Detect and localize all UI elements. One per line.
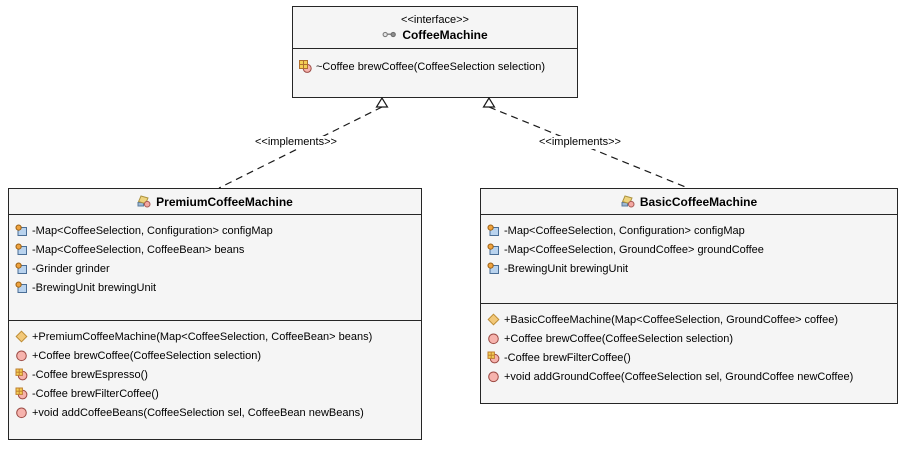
attributes-compartment: -Map<CoffeeSelection, Configuration> con… — [481, 215, 897, 304]
member-text: -BrewingUnit brewingUnit — [32, 281, 157, 294]
field-icon — [487, 243, 500, 256]
member-row: -Map<CoffeeSelection, Configuration> con… — [481, 221, 897, 240]
member-text: +void addGroundCoffee(CoffeeSelection se… — [504, 370, 854, 383]
constructor-icon — [487, 313, 500, 326]
member-row: ~Coffee brewCoffee(CoffeeSelection selec… — [293, 57, 577, 76]
member-text: -Map<CoffeeSelection, Configuration> con… — [504, 224, 745, 237]
class-header: BasicCoffeeMachine — [481, 189, 897, 215]
implements-label: <<implements>> — [537, 136, 623, 149]
class-name: PremiumCoffeeMachine — [156, 194, 293, 209]
field-icon — [15, 281, 28, 294]
methods-compartment: +PremiumCoffeeMachine(Map<CoffeeSelectio… — [9, 321, 421, 439]
public-method-icon — [15, 349, 28, 362]
interface-glasses-icon — [382, 30, 397, 39]
interface-node-coffeemachine[interactable]: <<interface>> CoffeeMachine — [292, 6, 578, 98]
member-row: +Coffee brewCoffee(CoffeeSelection selec… — [481, 329, 897, 348]
class-icon — [137, 195, 151, 208]
member-row: -Coffee brewFilterCoffee() — [9, 384, 421, 403]
member-text: +PremiumCoffeeMachine(Map<CoffeeSelectio… — [32, 330, 373, 343]
private-method-icon — [15, 387, 28, 400]
member-row: -Coffee brewEspresso() — [9, 365, 421, 384]
member-row: -Map<CoffeeSelection, GroundCoffee> grou… — [481, 240, 897, 259]
member-row: -BrewingUnit brewingUnit — [481, 259, 897, 278]
field-icon — [15, 243, 28, 256]
member-text: -Coffee brewEspresso() — [32, 368, 148, 381]
member-row: +PremiumCoffeeMachine(Map<CoffeeSelectio… — [9, 327, 421, 346]
public-method-icon — [15, 406, 28, 419]
private-method-icon — [15, 368, 28, 381]
member-row: +void addCoffeeBeans(CoffeeSelection sel… — [9, 403, 421, 422]
class-header: PremiumCoffeeMachine — [9, 189, 421, 215]
member-row: -BrewingUnit brewingUnit — [9, 278, 421, 297]
member-row: +Coffee brewCoffee(CoffeeSelection selec… — [9, 346, 421, 365]
hollow-triangle-arrowhead — [375, 96, 389, 108]
interface-method-icon — [299, 60, 312, 73]
methods-compartment: +BasicCoffeeMachine(Map<CoffeeSelection,… — [481, 304, 897, 403]
field-icon — [15, 262, 28, 275]
member-text: -Grinder grinder — [32, 262, 110, 275]
public-method-icon — [487, 370, 500, 383]
member-text: +Coffee brewCoffee(CoffeeSelection selec… — [32, 349, 262, 362]
member-text: ~Coffee brewCoffee(CoffeeSelection selec… — [316, 60, 546, 73]
member-text: -Map<CoffeeSelection, Configuration> con… — [32, 224, 273, 237]
member-text: +BasicCoffeeMachine(Map<CoffeeSelection,… — [504, 313, 838, 326]
implements-label: <<implements>> — [253, 136, 339, 149]
public-method-icon — [487, 332, 500, 345]
class-node-basiccoffeemachine[interactable]: BasicCoffeeMachine -Map<CoffeeSelection,… — [480, 188, 898, 404]
class-node-premiumcoffeemachine[interactable]: PremiumCoffeeMachine -Map<CoffeeSelectio… — [8, 188, 422, 440]
member-text: -Map<CoffeeSelection, CoffeeBean> beans — [32, 243, 245, 256]
member-text: -BrewingUnit brewingUnit — [504, 262, 629, 275]
member-text: +void addCoffeeBeans(CoffeeSelection sel… — [32, 406, 364, 419]
member-row: -Map<CoffeeSelection, CoffeeBean> beans — [9, 240, 421, 259]
member-text: -Coffee brewFilterCoffee() — [504, 351, 631, 364]
interface-methods-compartment: ~Coffee brewCoffee(CoffeeSelection selec… — [293, 49, 577, 97]
field-icon — [487, 224, 500, 237]
field-icon — [15, 224, 28, 237]
private-method-icon — [487, 351, 500, 364]
attributes-compartment: -Map<CoffeeSelection, Configuration> con… — [9, 215, 421, 321]
member-text: -Map<CoffeeSelection, GroundCoffee> grou… — [504, 243, 764, 256]
class-name: BasicCoffeeMachine — [639, 194, 758, 209]
interface-header: <<interface>> CoffeeMachine — [293, 7, 577, 49]
member-row: +BasicCoffeeMachine(Map<CoffeeSelection,… — [481, 310, 897, 329]
interface-stereotype: <<interface>> — [401, 13, 469, 26]
hollow-triangle-arrowhead — [482, 96, 496, 108]
interface-name: CoffeeMachine — [402, 27, 488, 42]
member-text: +Coffee brewCoffee(CoffeeSelection selec… — [504, 332, 734, 345]
member-row: -Grinder grinder — [9, 259, 421, 278]
interface-name-line: CoffeeMachine — [382, 27, 488, 42]
member-row: -Map<CoffeeSelection, Configuration> con… — [9, 221, 421, 240]
field-icon — [487, 262, 500, 275]
member-text: -Coffee brewFilterCoffee() — [32, 387, 159, 400]
constructor-icon — [15, 330, 28, 343]
member-row: -Coffee brewFilterCoffee() — [481, 348, 897, 367]
member-row: +void addGroundCoffee(CoffeeSelection se… — [481, 367, 897, 386]
class-icon — [621, 195, 635, 208]
